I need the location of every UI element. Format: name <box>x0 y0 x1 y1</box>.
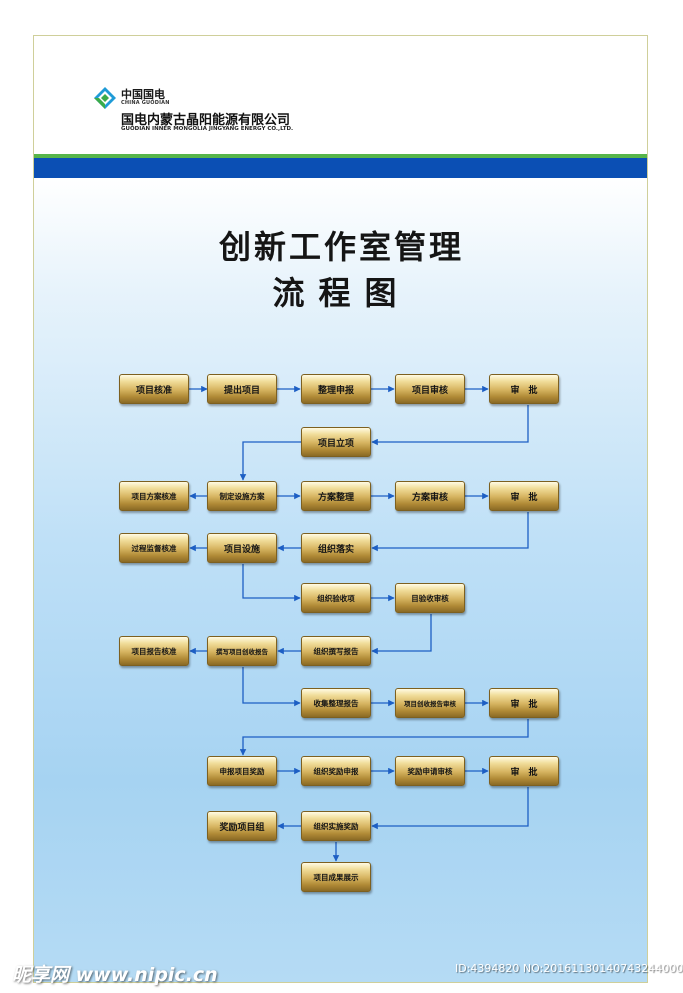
node-approve-2: 审 批 <box>489 481 559 511</box>
arrow-n13-n15 <box>242 564 301 602</box>
node-make-plan: 制定设施方案 <box>207 481 277 511</box>
node-approve-1: 审 批 <box>489 374 559 404</box>
header-area <box>34 36 647 154</box>
arrow-n18-n20 <box>242 667 301 707</box>
node-award-review: 奖励申请审核 <box>395 756 465 786</box>
logo-name-en: CHINA GUODIAN <box>121 100 170 106</box>
node-plan-organize: 方案整理 <box>301 481 371 511</box>
node-project-implement: 项目设施 <box>207 533 277 563</box>
content-background <box>34 178 647 982</box>
watermark-left: 昵享网 www.nipic.cn <box>12 964 218 986</box>
node-organize-acceptance: 组织验收项 <box>301 583 371 613</box>
node-project-established: 项目立项 <box>301 427 371 457</box>
node-plan-check: 项目方案核准 <box>119 481 189 511</box>
node-write-report: 撰写项目创收报告 <box>207 636 277 666</box>
arrow-n11-n14 <box>371 512 529 552</box>
node-project-review: 项目审核 <box>395 374 465 404</box>
node-declare-award: 申报项目奖励 <box>207 756 277 786</box>
node-organize-award-declare: 组织奖励申报 <box>301 756 371 786</box>
node-organize-implement: 组织落实 <box>301 533 371 563</box>
guodian-logo-icon <box>94 87 116 109</box>
header-blue-band <box>34 158 647 178</box>
node-organize-declare: 整理申报 <box>301 374 371 404</box>
node-report-review: 项目创收报告审核 <box>395 688 465 718</box>
company-name-cn: 国电内蒙古晶阳能源有限公司 <box>121 113 291 128</box>
node-implement-award: 组织实施奖励 <box>301 811 371 841</box>
node-acceptance-review: 目验收审核 <box>395 583 465 613</box>
node-approve-4: 审 批 <box>489 756 559 786</box>
node-organize-write-report: 组织撰写报告 <box>301 636 371 666</box>
page-subtitle: 流程图 <box>272 274 411 312</box>
node-plan-review: 方案审核 <box>395 481 465 511</box>
node-project-check: 项目核准 <box>119 374 189 404</box>
node-award-team: 奖励项目组 <box>207 811 277 841</box>
node-result-display: 项目成果展示 <box>301 862 371 892</box>
node-report-check: 项目报告核准 <box>119 636 189 666</box>
node-supervise-check: 过程监督核准 <box>119 533 189 563</box>
company-name-en: GUODIAN INNER MONGOLIA JINGYANG ENERGY C… <box>121 126 294 132</box>
arrow-n22-n23 <box>239 719 529 756</box>
node-propose-project: 提出项目 <box>207 374 277 404</box>
logo-name-cn: 中国国电 <box>121 88 165 101</box>
header-green-line <box>34 154 647 158</box>
arrow-n6-n8 <box>239 441 301 481</box>
page-title: 创新工作室管理 <box>218 228 464 266</box>
arrow-n16-n19 <box>371 614 432 655</box>
arrow-n26-n28 <box>371 787 529 830</box>
watermark-right: ID:4394820 NO:20161130140743244000 <box>455 962 683 975</box>
arrow-n5-n6 <box>371 405 529 446</box>
node-approve-3: 审 批 <box>489 688 559 718</box>
node-collect-report: 收集整理报告 <box>301 688 371 718</box>
